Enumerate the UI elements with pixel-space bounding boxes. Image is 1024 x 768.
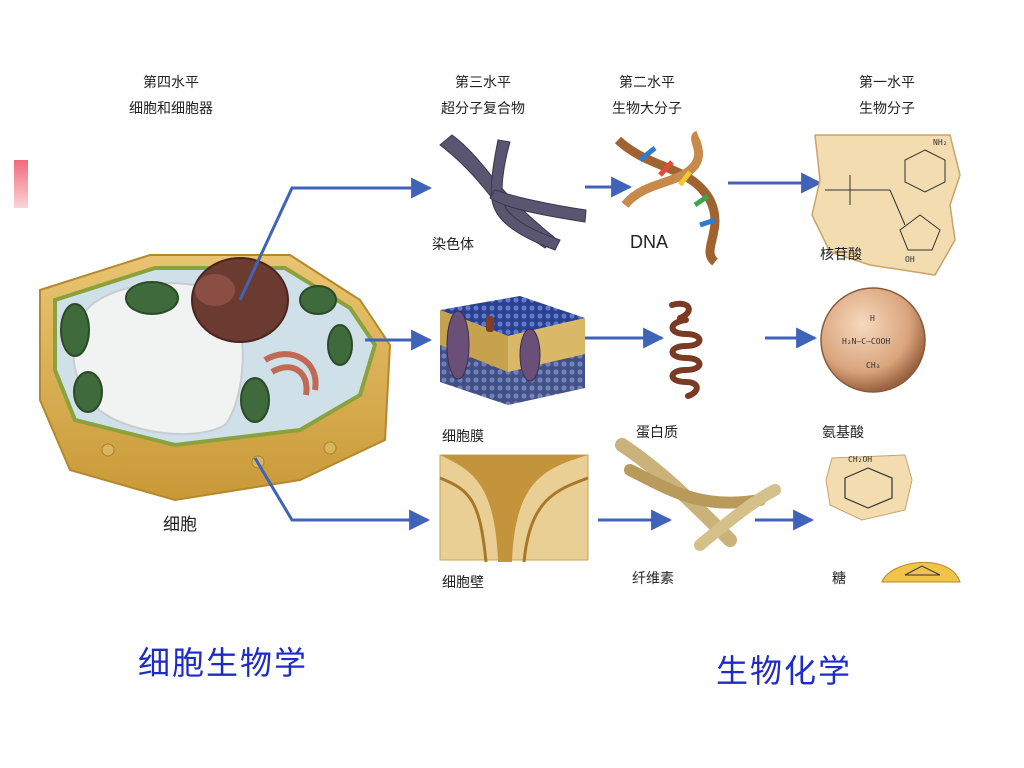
plant-cell-illustration bbox=[39, 254, 392, 502]
label-cellulose: 纤维素 bbox=[632, 571, 674, 587]
level-two-header: 第二水平 生物大分子 bbox=[572, 70, 722, 122]
cellulose-fibers-illustration bbox=[615, 438, 781, 551]
nucleotide-oh-label: OH bbox=[905, 255, 915, 264]
footer-biochemistry: 生物化学 bbox=[716, 652, 853, 690]
footer-cell-biology: 细胞生物学 bbox=[138, 644, 309, 682]
nucleotide-structure-card: NH₂ OH bbox=[811, 134, 961, 276]
level-three-title: 第三水平 bbox=[455, 75, 511, 91]
label-chromosome: 染色体 bbox=[432, 237, 474, 253]
level-two-subtitle: 生物大分子 bbox=[612, 101, 682, 117]
label-nucleotide: 核苷酸 bbox=[820, 247, 862, 263]
label-membrane: 细胞膜 bbox=[442, 429, 484, 445]
level-one-title: 第一水平 bbox=[859, 75, 915, 91]
label-amino-acid: 氨基酸 bbox=[822, 425, 864, 441]
level-three-header: 第三水平 超分子复合物 bbox=[408, 70, 558, 122]
sugar-ch2oh-label: CH₂OH bbox=[848, 455, 872, 464]
arrow-cell-to-chromosome bbox=[238, 177, 433, 301]
arrow-cell-to-cell-wall bbox=[253, 457, 431, 531]
cell-wall-illustration bbox=[439, 454, 589, 563]
level-four-title: 第四水平 bbox=[143, 75, 199, 91]
level-two-title: 第二水平 bbox=[619, 75, 675, 91]
sugar-ring-card: CH₂OH bbox=[825, 454, 961, 583]
slide-accent-bar bbox=[14, 160, 28, 208]
label-sugar: 糖 bbox=[832, 571, 846, 587]
amino-acid-sphere: H H₂N—C—COOH CH₃ bbox=[820, 287, 926, 393]
dna-helix-illustration bbox=[614, 130, 720, 266]
amino-acid-formula: H₂N—C—COOH bbox=[842, 337, 890, 346]
membrane-illustration bbox=[440, 296, 585, 405]
level-four-subtitle: 细胞和细胞器 bbox=[129, 101, 213, 117]
chromosome-illustration bbox=[439, 134, 587, 251]
nucleotide-nh2-label: NH₂ bbox=[933, 138, 947, 147]
level-one-header: 第一水平 生物分子 bbox=[812, 70, 962, 122]
label-dna: DNA bbox=[630, 232, 669, 252]
level-four-header: 第四水平 细胞和细胞器 bbox=[96, 70, 246, 122]
label-cell-wall: 细胞壁 bbox=[442, 575, 484, 591]
label-protein: 蛋白质 bbox=[636, 425, 678, 441]
level-one-subtitle: 生物分子 bbox=[859, 101, 915, 117]
label-cell: 细胞 bbox=[163, 515, 197, 535]
amino-acid-h-label: H bbox=[870, 314, 875, 323]
arrows bbox=[238, 172, 823, 531]
level-three-subtitle: 超分子复合物 bbox=[441, 101, 525, 117]
amino-acid-ch3-label: CH₃ bbox=[866, 361, 880, 370]
protein-coil-illustration bbox=[669, 300, 703, 399]
